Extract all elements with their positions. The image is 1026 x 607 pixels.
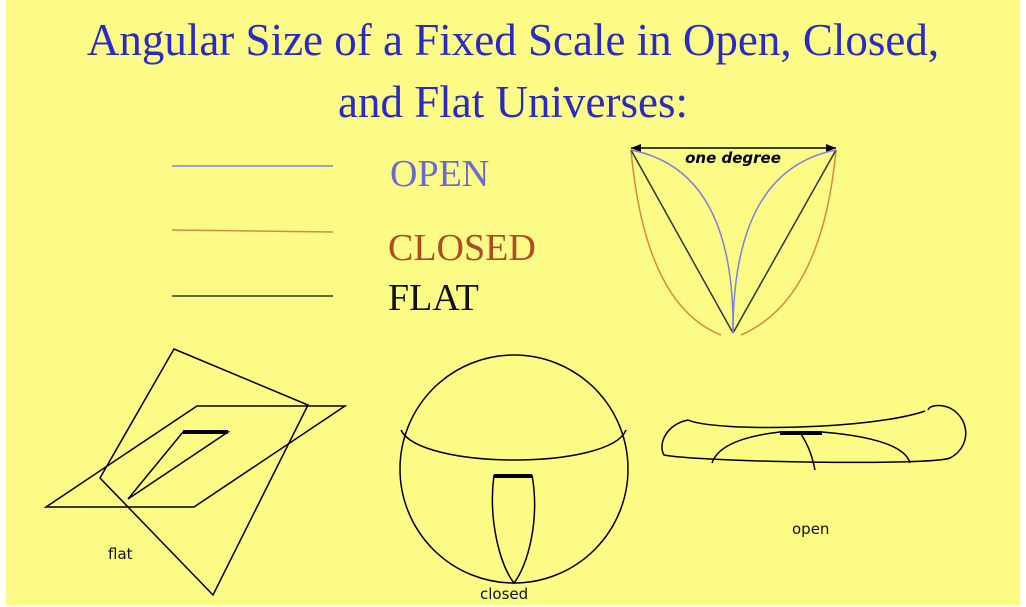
flat-line-left [630,149,734,334]
closed-curve-right [740,149,837,336]
closed-sphere [399,354,629,584]
flat-plane-tilted [99,348,310,597]
closed-label: closed [480,585,529,603]
flat-plane-horizontal [43,405,348,508]
closed-curve-left [630,149,722,336]
open-curve-right [732,149,837,334]
legend-label-closed: CLOSED [388,227,536,269]
one-degree-label: one degree [685,149,781,167]
legend-line-closed [171,229,334,233]
title-line-2: and Flat Universes: [338,77,688,127]
open-saddle-outline [661,404,967,464]
title-line-1: Angular Size of a Fixed Scale in Open, C… [86,15,940,65]
open-triangle-mid [800,433,816,471]
open-curve-left [630,149,734,334]
legend-label-flat: FLAT [388,277,479,319]
open-diagram [661,404,967,471]
arrowhead-left [631,144,641,152]
open-triangle-right [821,431,911,464]
slide-background [6,0,1020,605]
legend-label-open: OPEN [390,153,490,195]
angle-diagram [630,144,837,336]
flat-line-right [732,149,837,334]
open-saddle-top [687,410,926,429]
open-triangle-left [711,431,781,464]
flat-label: flat [108,545,133,563]
closed-diagram [399,354,629,585]
arrowhead-right [826,144,836,152]
closed-equator [400,429,627,461]
open-label: open [792,520,830,538]
flat-diagram [43,348,348,597]
closed-triangle [491,474,536,585]
